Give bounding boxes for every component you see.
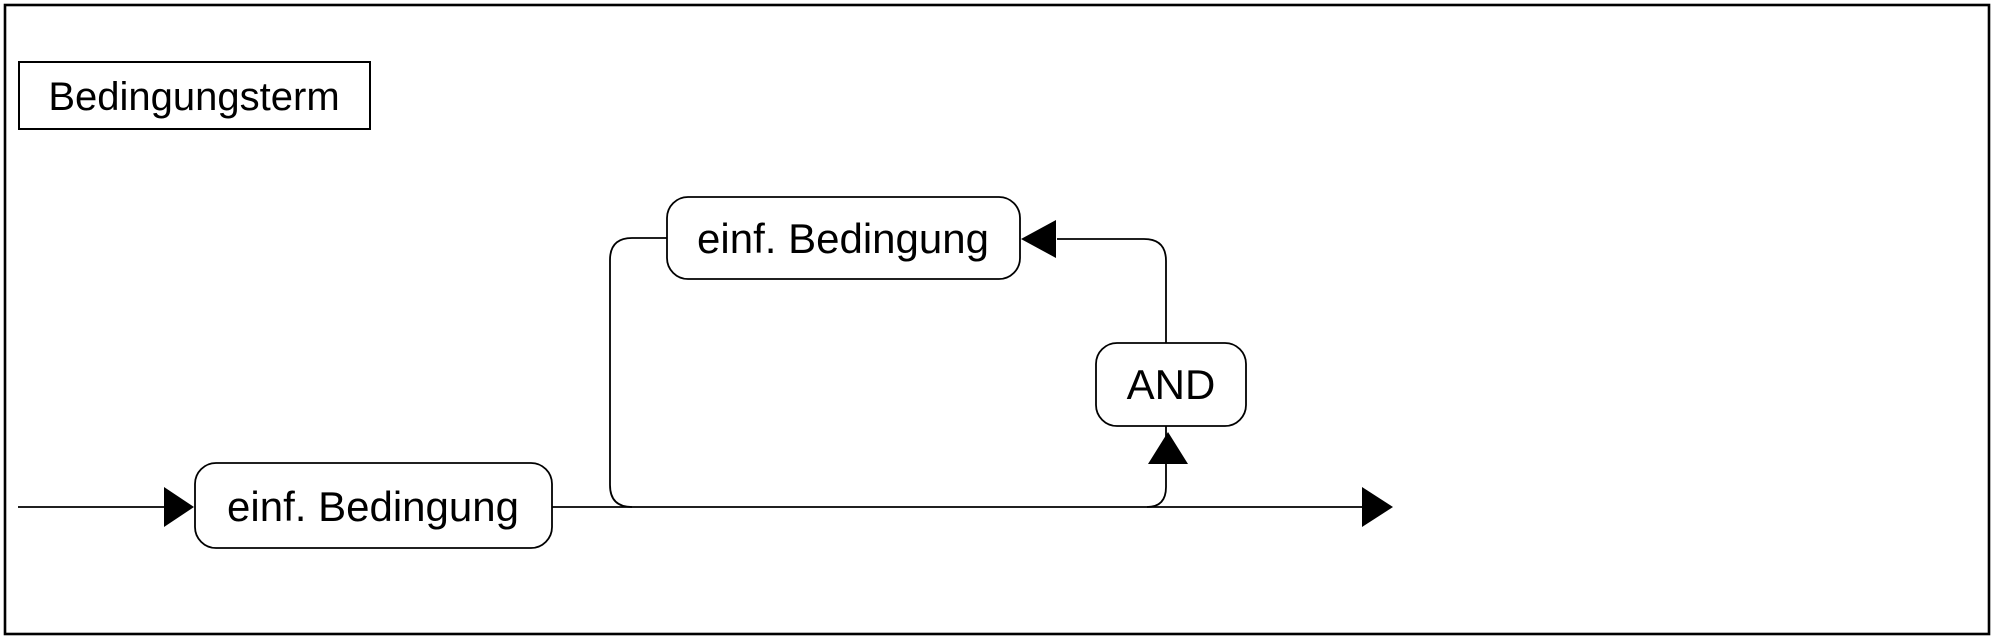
node-condition-loop: einf. Bedingung — [666, 196, 1021, 280]
loop-feed-path — [1057, 238, 1167, 508]
node-label: einf. Bedingung — [227, 483, 519, 530]
diagram-title: Bedingungsterm — [48, 75, 339, 119]
arrowhead-loop-up — [1148, 432, 1188, 464]
node-box — [666, 196, 1021, 280]
title-box: Bedingungsterm — [18, 61, 371, 130]
node-label: einf. Bedingung — [697, 215, 989, 262]
loop-return-path — [609, 237, 667, 508]
node-label: AND — [1127, 361, 1216, 408]
node-operator-and: AND — [1095, 342, 1247, 427]
node-condition-first: einf. Bedingung — [194, 462, 553, 549]
diagram-border — [3, 3, 1991, 636]
arrowhead-entry — [164, 487, 194, 527]
node-box — [1095, 342, 1247, 427]
node-box — [194, 462, 553, 549]
arrowhead-loop-left — [1021, 220, 1056, 258]
arrowhead-exit — [1362, 487, 1393, 527]
title-box-border — [18, 61, 371, 130]
